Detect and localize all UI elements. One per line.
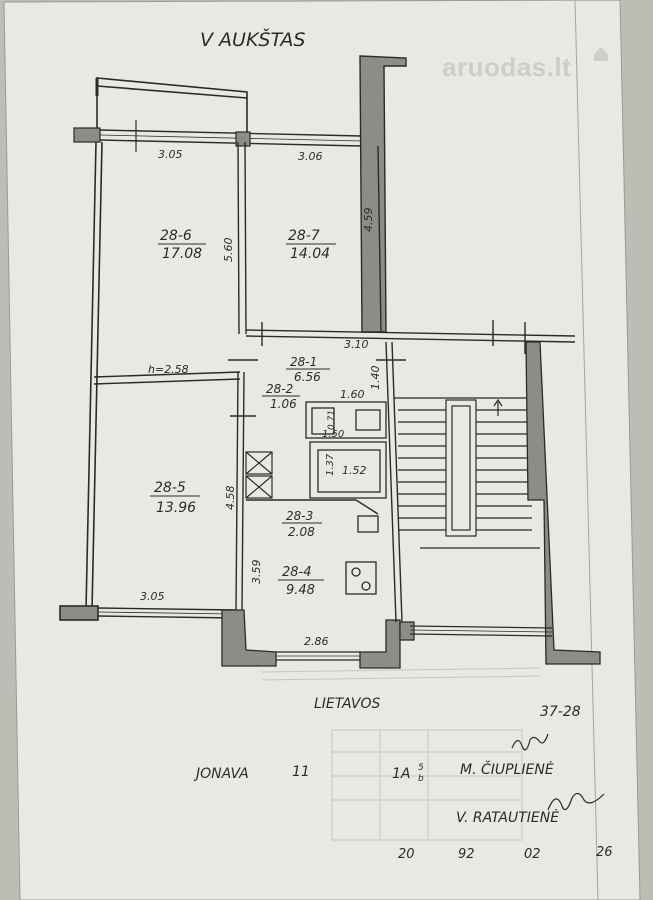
room-id-28-4: 28-4 bbox=[282, 565, 312, 580]
interior-wall-6-5 bbox=[93, 371, 241, 385]
room-area-28-1: 6.56 bbox=[294, 370, 321, 384]
dim-3-06: 3.06 bbox=[298, 150, 323, 163]
dim-4-58: 4.58 bbox=[224, 486, 237, 511]
dim-3-05-top: 3.05 bbox=[158, 148, 183, 161]
date-part-1: 20 bbox=[398, 847, 415, 862]
signature-1 bbox=[511, 733, 549, 751]
kitchen-fixtures bbox=[345, 515, 379, 595]
stairwell bbox=[394, 397, 540, 549]
room-area-28-5: 13.96 bbox=[156, 500, 196, 516]
balcony bbox=[95, 77, 248, 134]
stairwell-window bbox=[409, 625, 553, 637]
signatory-1: M. ČIUPLIENĖ bbox=[460, 760, 554, 778]
dim-3-59: 3.59 bbox=[250, 560, 263, 585]
stairwell-wall-right bbox=[525, 341, 601, 665]
dimension-labels: 3.05 3.06 5.60 4.59 3.10 1.40 1.60 0.71 … bbox=[140, 148, 382, 648]
dim-1-60: 1.60 bbox=[340, 388, 365, 401]
floor-title: V AUKŠTAS bbox=[200, 27, 305, 51]
dim-5-60: 5.60 bbox=[222, 238, 235, 263]
paper-edge-line bbox=[574, 0, 599, 900]
interior-wall-horizontal bbox=[245, 320, 576, 354]
kitchen-wall-right bbox=[359, 619, 401, 669]
signature-2 bbox=[547, 792, 605, 811]
dim-1-37: 1.37 bbox=[325, 453, 336, 476]
interior-wall-6-7 bbox=[237, 141, 247, 335]
dim-1-40: 1.40 bbox=[369, 366, 382, 391]
signatory-2: V. RATAUTIENĖ bbox=[456, 808, 559, 826]
interior-wall-7-right bbox=[377, 145, 382, 333]
room-area-28-4: 9.48 bbox=[286, 583, 315, 598]
exterior-wall-top bbox=[73, 120, 363, 152]
dim-4-59: 4.59 bbox=[362, 208, 375, 233]
dim-2-86: 2.86 bbox=[304, 635, 329, 648]
bathroom-block bbox=[305, 401, 387, 499]
vent-ducts bbox=[245, 451, 273, 499]
dim-1-50: 1.50 bbox=[322, 429, 344, 440]
exterior-wall-bottom-left bbox=[97, 607, 237, 619]
date-part-4: 26 bbox=[596, 845, 613, 860]
aruodas-watermark: aruodas.lt bbox=[442, 52, 572, 82]
house-number: 11 bbox=[292, 764, 310, 780]
city-name: JONAVA bbox=[193, 766, 249, 782]
dim-3-10: 3.10 bbox=[344, 338, 369, 351]
room-area-28-3: 2.08 bbox=[288, 525, 315, 539]
street-name: LIETAVOS bbox=[314, 696, 381, 712]
date-part-2: 92 bbox=[458, 847, 475, 862]
room-id-28-3: 28-3 bbox=[286, 509, 313, 523]
room-id-28-2: 28-2 bbox=[266, 382, 293, 396]
dim-3-05-bottom: 3.05 bbox=[140, 590, 165, 603]
stair-steps-left bbox=[398, 409, 446, 531]
building-series-sup: 5 bbox=[418, 763, 424, 773]
document-code: 37-28 bbox=[540, 704, 581, 720]
building-series: 1A bbox=[392, 766, 410, 782]
kitchen-window bbox=[276, 651, 360, 661]
room-labels: 28-6 17.08 28-7 14.04 28-1 6.56 28-2 1.0… bbox=[150, 228, 336, 598]
date-part-3: 02 bbox=[524, 847, 541, 862]
faint-stamp bbox=[261, 667, 541, 841]
ceiling-height: h=2.58 bbox=[148, 363, 189, 376]
dim-1-52: 1.52 bbox=[342, 464, 367, 477]
building-series-sub: b bbox=[418, 774, 424, 784]
room-area-28-7: 14.04 bbox=[290, 246, 330, 262]
room-id-28-5: 28-5 bbox=[154, 480, 186, 496]
exterior-wall-left bbox=[59, 141, 103, 621]
stairwell-wall-bottom-left bbox=[399, 621, 415, 641]
room-area-28-2: 1.06 bbox=[270, 397, 297, 411]
room-id-28-1: 28-1 bbox=[290, 355, 317, 369]
room-id-28-7: 28-7 bbox=[288, 228, 320, 244]
interior-wall-5-center bbox=[228, 359, 258, 611]
dim-0-71: 0.71 bbox=[327, 410, 337, 430]
room-area-28-6: 17.08 bbox=[162, 246, 202, 262]
corridor-walls bbox=[246, 341, 406, 623]
stair-steps-right bbox=[476, 409, 532, 531]
room-id-28-6: 28-6 bbox=[160, 228, 192, 244]
house-logo-icon bbox=[594, 47, 608, 61]
